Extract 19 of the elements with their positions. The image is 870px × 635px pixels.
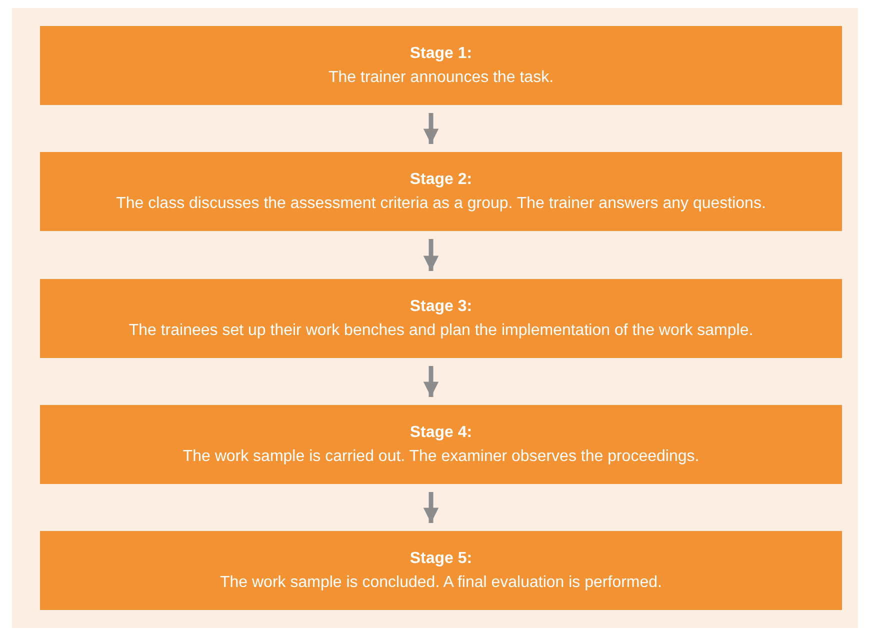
stage-heading: Stage 5:: [410, 548, 472, 568]
arrow: [423, 492, 439, 523]
stage-description: The work sample is concluded. A final evaluation is performed.: [220, 572, 662, 592]
arrow: [423, 239, 439, 271]
stage-box: [40, 405, 842, 484]
stage-box: [40, 279, 842, 358]
stage-heading: Stage 4:: [410, 422, 472, 442]
arrow: [423, 113, 439, 144]
stage-description: The trainer announces the task.: [328, 68, 554, 88]
stage-description: The trainees set up their work benches and plan the implementation of the work sample.: [128, 320, 754, 340]
stage-heading: Stage 1:: [410, 44, 472, 64]
stage-box: [40, 26, 842, 105]
stage-description: The work sample is carried out. The examiner observes the proceedings.: [182, 446, 700, 466]
arrow: [423, 366, 439, 397]
stage-description: The class discusses the assessment criteria as a group. The trainer answers any questions.: [116, 194, 766, 214]
stage-box: [40, 531, 842, 610]
stage-heading: Stage 2:: [410, 170, 472, 190]
stage-box: [40, 152, 842, 231]
stage-heading: Stage 3:: [410, 296, 472, 316]
